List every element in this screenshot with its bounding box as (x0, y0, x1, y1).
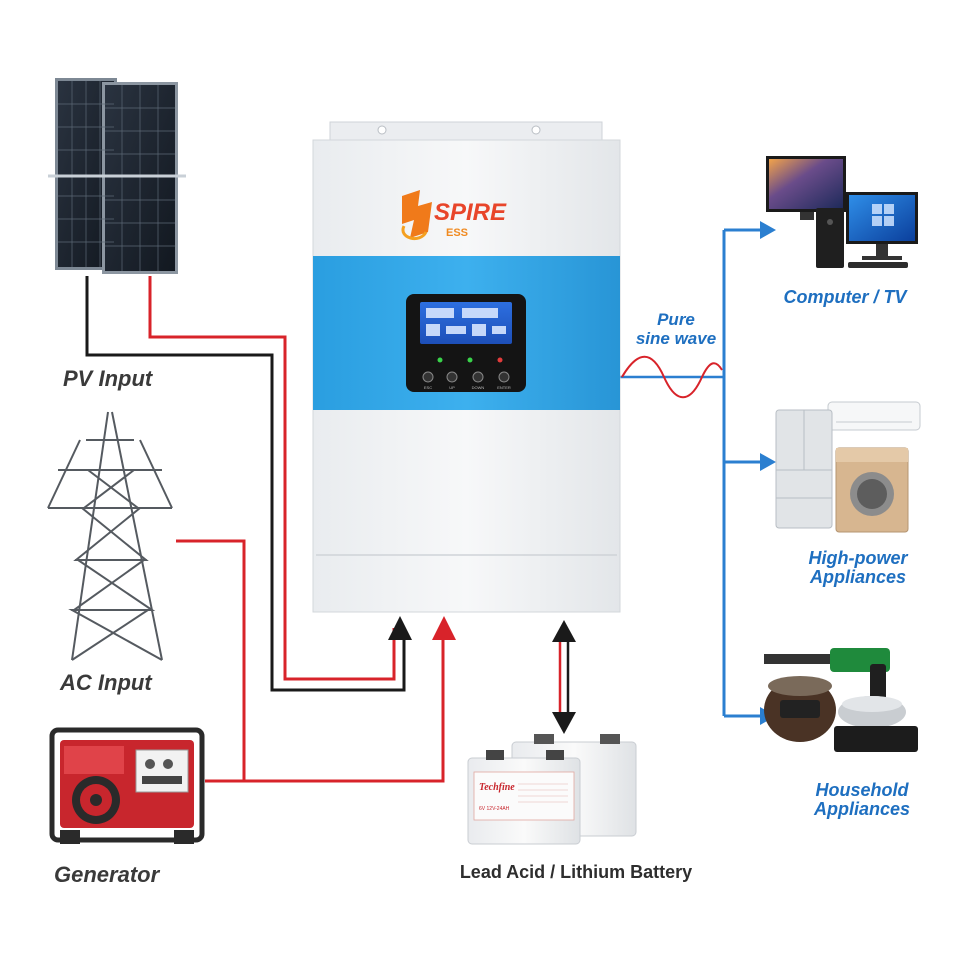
led-chg (467, 357, 473, 363)
up-button[interactable] (446, 371, 458, 383)
high-power-appliances-icon (775, 401, 921, 533)
household-label-line2: Appliances (813, 799, 910, 819)
down-button-label: DOWN (472, 385, 485, 390)
household-label-line1: Household (816, 780, 910, 800)
generator-icon (49, 727, 205, 844)
battery-model: 6V 12V-24AH (479, 806, 510, 812)
esc-button[interactable] (422, 371, 434, 383)
battery-brand: Techfine (479, 782, 515, 793)
high-power-label-line1: High-power (809, 548, 909, 568)
pv-red-wire (148, 276, 396, 681)
generator-red-wire (205, 628, 445, 783)
sine-wave (621, 356, 723, 399)
up-button-label: UP (449, 385, 455, 390)
brand-logo (401, 190, 432, 241)
output-arrow-high-power (760, 453, 776, 471)
led-fault (497, 357, 503, 363)
household-appliances-icon (764, 648, 918, 752)
ac-input-label: AC Input (59, 670, 153, 695)
computer-tv-icon (766, 156, 918, 268)
pv-input-arrow (388, 616, 412, 640)
pv-black-wire (85, 276, 406, 692)
output-arrow-computer (760, 221, 776, 239)
ac-input-arrow (432, 616, 456, 640)
computer-tv-label: Computer / TV (783, 287, 908, 307)
high-power-label-line2: Appliances (809, 567, 906, 587)
brand-sub: ESS (446, 227, 468, 239)
wiring (85, 221, 776, 783)
battery-down-arrow (552, 712, 576, 734)
generator-label: Generator (54, 862, 161, 887)
pv-input-label: PV Input (63, 366, 154, 391)
pure-sine-label-line2: sine wave (636, 329, 716, 348)
down-button[interactable] (472, 371, 484, 383)
pure-sine-label-line1: Pure (657, 310, 695, 329)
led-ac (437, 357, 443, 363)
ac-red-wire (176, 539, 246, 781)
inverter-unit: SPIRE ESS ESC UP DOWN ENTER (312, 121, 621, 613)
esc-button-label: ESC (424, 385, 432, 390)
solar-panel-icon (48, 78, 186, 274)
transmission-tower-icon (47, 411, 173, 661)
control-panel: ESC UP DOWN ENTER (406, 294, 526, 392)
battery-up-arrow (552, 620, 576, 642)
enter-button-label: ENTER (497, 385, 511, 390)
battery-icon: Techfine 6V 12V-24AH (467, 734, 637, 845)
brand-name: SPIRE (434, 199, 507, 226)
battery-label: Lead Acid / Lithium Battery (460, 862, 692, 882)
enter-button[interactable] (498, 371, 510, 383)
